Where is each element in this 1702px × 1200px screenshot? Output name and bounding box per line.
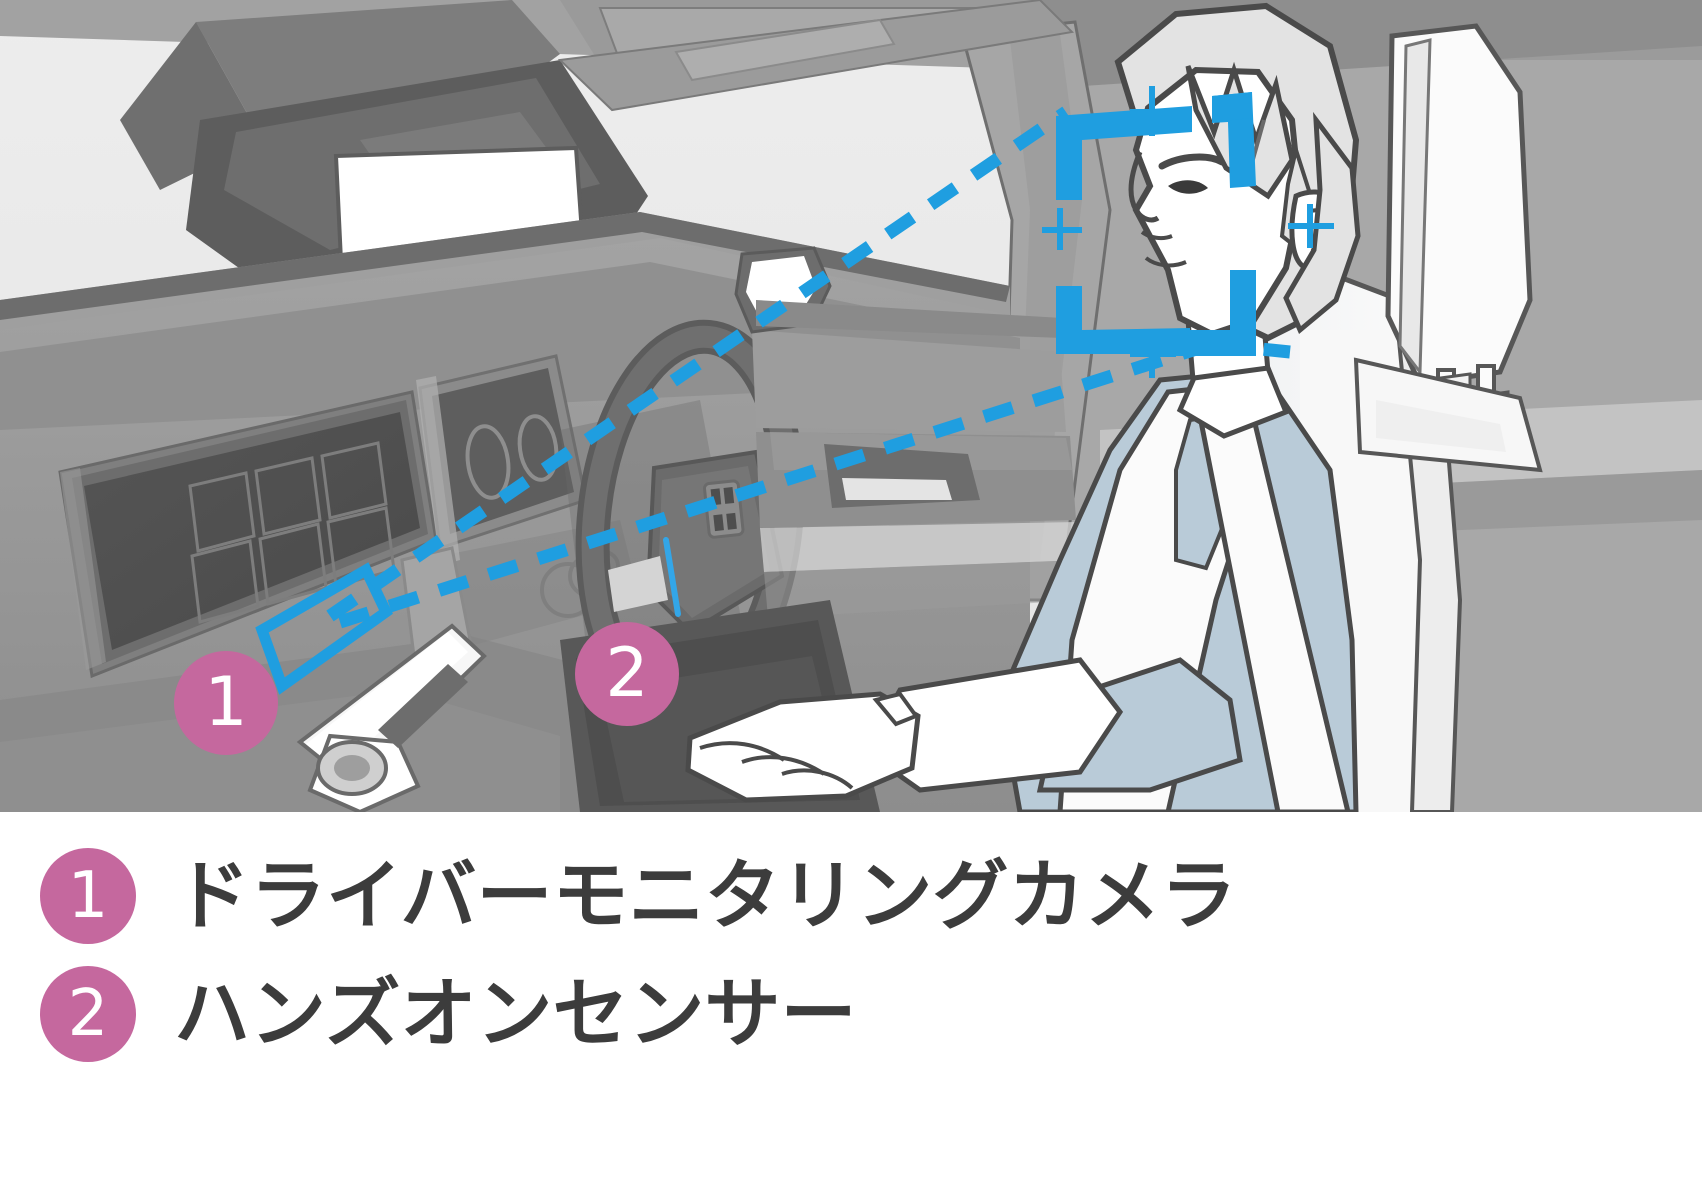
face-detect-crosshairs — [1042, 86, 1334, 378]
legend-badge-2: 2 — [40, 966, 136, 1062]
camera-sight-lines — [326, 106, 1214, 629]
legend-item-1[interactable]: 1 ドライバーモニタリングカメラ — [40, 848, 1236, 944]
legend-label-2: ハンズオンセンサー — [174, 969, 857, 1058]
face-detect-brackets — [1056, 92, 1256, 356]
legend-panel — [0, 812, 1702, 1200]
camera-highlight-box — [255, 562, 393, 695]
callout-badge-1[interactable]: 1 — [174, 651, 278, 755]
legend-item-2[interactable]: 2 ハンズオンセンサー — [40, 966, 856, 1062]
car-interior-illustration: 1 2 — [0, 0, 1702, 812]
legend-badge-1: 1 — [40, 848, 136, 944]
legend-label-1: ドライバーモニタリングカメラ — [174, 851, 1237, 940]
callout-badge-2[interactable]: 2 — [575, 622, 679, 726]
